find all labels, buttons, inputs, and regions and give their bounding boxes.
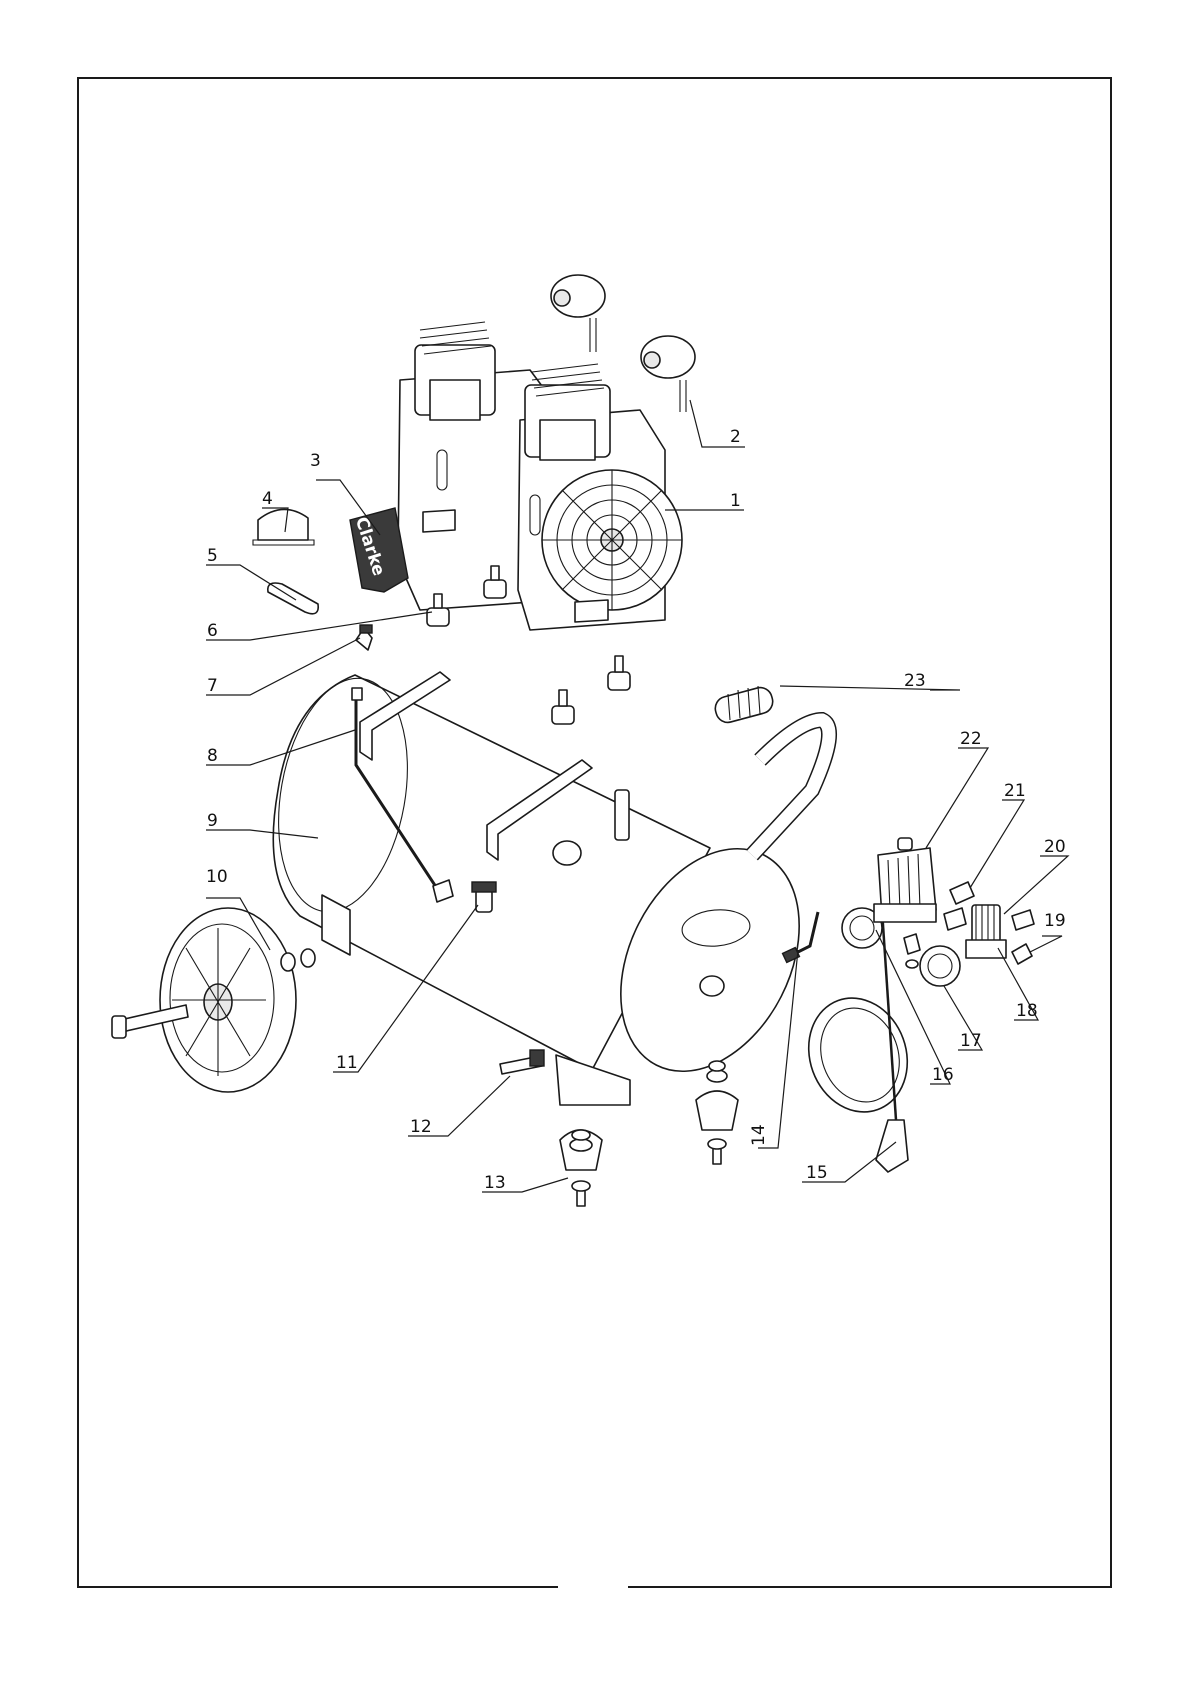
callout-11: 11 bbox=[336, 1053, 358, 1073]
callout-23: 23 bbox=[904, 671, 926, 691]
part-9-air-tank bbox=[261, 668, 834, 1105]
part-10-wheel bbox=[112, 908, 315, 1092]
callout-16: 16 bbox=[932, 1065, 954, 1085]
callout-10: 10 bbox=[206, 867, 228, 887]
part-19-fitting bbox=[1012, 944, 1032, 964]
callout-8: 8 bbox=[207, 746, 218, 766]
callout-13: 13 bbox=[484, 1173, 506, 1193]
part-4-cap bbox=[253, 509, 314, 545]
callout-20: 20 bbox=[1044, 837, 1066, 857]
part-7-elbow-fitting bbox=[356, 625, 372, 650]
part-17-outlet-gauge bbox=[904, 934, 960, 986]
callout-12: 12 bbox=[410, 1117, 432, 1137]
part-18-regulator bbox=[966, 905, 1006, 958]
part-15-power-cable bbox=[793, 910, 923, 1172]
callout-18: 18 bbox=[1016, 1001, 1038, 1021]
callout-22: 22 bbox=[960, 729, 982, 749]
callout-19: 19 bbox=[1044, 911, 1066, 931]
callout-7: 7 bbox=[207, 676, 218, 696]
part-1-pump-motor-unit bbox=[398, 322, 682, 630]
callout-15: 15 bbox=[806, 1163, 828, 1183]
callout-5: 5 bbox=[207, 546, 218, 566]
part-12-drain-valve bbox=[500, 1050, 544, 1074]
part-23-handle bbox=[713, 685, 829, 855]
part-21-fitting bbox=[950, 882, 974, 904]
callout-21: 21 bbox=[1004, 781, 1026, 801]
part-22-pressure-switch bbox=[874, 838, 936, 922]
callout-1: 1 bbox=[730, 491, 741, 511]
callout-6: 6 bbox=[207, 621, 218, 641]
callout-9: 9 bbox=[207, 811, 218, 831]
callout-4: 4 bbox=[262, 489, 273, 509]
callout-17: 17 bbox=[960, 1031, 982, 1051]
callout-14: 14 bbox=[749, 1124, 769, 1146]
callout-2: 2 bbox=[730, 427, 741, 447]
callout-3: 3 bbox=[310, 451, 321, 471]
